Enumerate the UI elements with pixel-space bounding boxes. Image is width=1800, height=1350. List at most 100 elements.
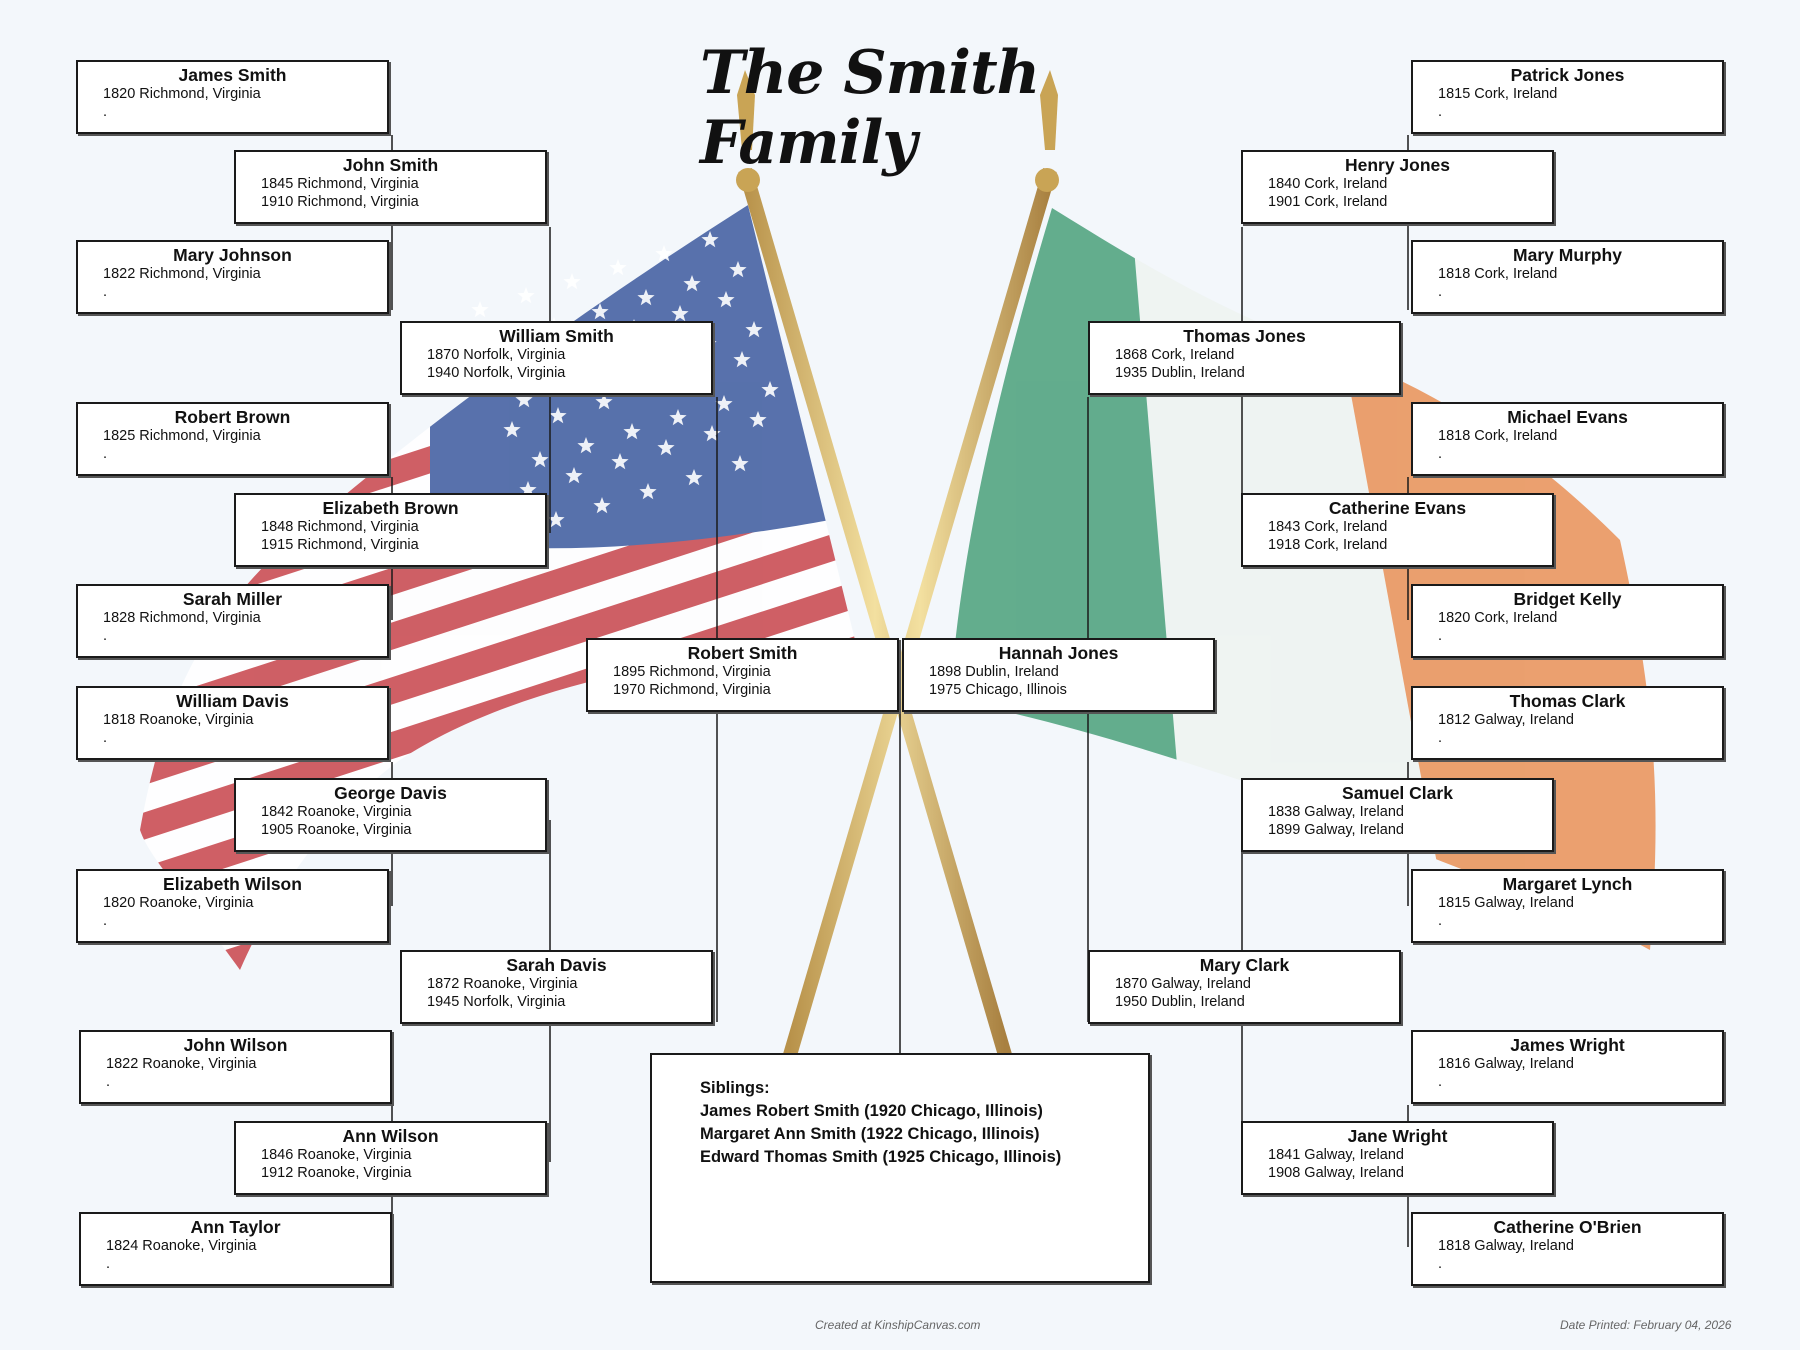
us-flag-star [749,411,767,428]
person-box[interactable]: John Wilson 1822 Roanoke, Virginia . [79,1030,392,1104]
person-birth: 1818 Cork, Ireland [1438,428,1558,444]
person-name: Bridget Kelly [1513,589,1622,609]
person-box[interactable]: Sarah Davis 1872 Roanoke, Virginia 1945 … [400,950,713,1024]
person-box[interactable]: Catherine Evans 1843 Cork, Ireland 1918 … [1241,493,1554,567]
person-birth: 1818 Roanoke, Virginia [103,712,254,728]
person-death: . [1438,284,1443,300]
us-flag-star [593,497,611,514]
person-name: Margaret Lynch [1502,874,1633,894]
us-flag-star [701,231,719,248]
person-box[interactable]: Samuel Clark 1838 Galway, Ireland 1899 G… [1241,778,1554,852]
person-name: Hannah Jones [998,643,1119,663]
us-flag-star [715,395,733,412]
person-box[interactable]: Bridget Kelly 1820 Cork, Ireland . [1411,584,1724,658]
person-birth: 1870 Norfolk, Virginia [427,347,566,363]
person-name: Elizabeth Wilson [163,874,302,894]
us-flag-star [609,259,627,276]
person-birth: 1820 Richmond, Virginia [103,86,261,102]
person-box-wife[interactable]: Hannah Jones 1898 Dublin, Ireland 1975 C… [902,638,1215,712]
person-box[interactable]: Jane Wright 1841 Galway, Ireland 1908 Ga… [1241,1121,1554,1195]
person-box[interactable]: Ann Wilson 1846 Roanoke, Virginia 1912 R… [234,1121,547,1195]
person-box[interactable]: William Davis 1818 Roanoke, Virginia . [76,686,389,760]
person-name: Mary Murphy [1513,245,1622,265]
person-name: Catherine O'Brien [1493,1217,1642,1237]
us-flag-star [671,305,689,322]
person-box[interactable]: James Wright 1816 Galway, Ireland . [1411,1030,1724,1104]
person-birth: 1841 Galway, Ireland [1268,1147,1404,1163]
person-death: . [1438,1074,1443,1090]
person-name: George Davis [334,783,447,803]
us-flag-star [745,321,763,338]
person-birth: 1845 Richmond, Virginia [261,176,419,192]
person-death: 1940 Norfolk, Virginia [427,365,566,381]
person-name: John Smith [342,155,439,175]
person-death: . [1438,730,1443,746]
person-birth: 1824 Roanoke, Virginia [106,1238,257,1254]
person-box[interactable]: Margaret Lynch 1815 Galway, Ireland . [1411,869,1724,943]
person-box[interactable]: Elizabeth Brown 1848 Richmond, Virginia … [234,493,547,567]
person-death: . [103,628,108,644]
person-box[interactable]: Mary Murphy 1818 Cork, Ireland . [1411,240,1724,314]
us-flag-star [733,351,751,368]
person-birth: 1870 Galway, Ireland [1115,976,1251,992]
person-birth: 1815 Galway, Ireland [1438,895,1574,911]
person-birth: 1840 Cork, Ireland [1268,176,1388,192]
us-flag-star [639,483,657,500]
person-birth: 1898 Dublin, Ireland [929,664,1059,680]
person-birth: 1812 Galway, Ireland [1438,712,1574,728]
person-box[interactable]: Thomas Jones 1868 Cork, Ireland 1935 Dub… [1088,321,1401,395]
person-name: Robert Smith [687,643,798,663]
siblings-box[interactable]: Siblings: James Robert Smith (1920 Chica… [650,1053,1150,1283]
person-death: 1908 Galway, Ireland [1268,1165,1404,1181]
person-death: 1910 Richmond, Virginia [261,194,419,210]
person-name: Elizabeth Brown [322,498,459,518]
person-birth: 1843 Cork, Ireland [1268,519,1388,535]
person-death: 1970 Richmond, Virginia [613,682,771,698]
person-death: 1935 Dublin, Ireland [1115,365,1245,381]
us-flag-star [703,425,721,442]
person-death: 1915 Richmond, Virginia [261,537,419,553]
person-name: Mary Clark [1199,955,1290,975]
person-birth: 1828 Richmond, Virginia [103,610,261,626]
person-box[interactable]: Patrick Jones 1815 Cork, Ireland . [1411,60,1724,134]
us-flag-star [565,467,583,484]
person-box-husband[interactable]: Robert Smith 1895 Richmond, Virginia 197… [586,638,899,712]
us-flag-star [471,301,489,318]
flag-poles [736,70,1059,1057]
person-death: . [103,284,108,300]
person-death: . [103,913,108,929]
person-birth: 1816 Galway, Ireland [1438,1056,1574,1072]
person-birth: 1895 Richmond, Virginia [613,664,771,680]
person-box[interactable]: Michael Evans 1818 Cork, Ireland . [1411,402,1724,476]
person-box[interactable]: John Smith 1845 Richmond, Virginia 1910 … [234,150,547,224]
person-birth: 1825 Richmond, Virginia [103,428,261,444]
us-flag-star [577,437,595,454]
sibling-entry: James Robert Smith (1920 Chicago, Illino… [700,1102,1043,1120]
person-box[interactable]: Catherine O'Brien 1818 Galway, Ireland . [1411,1212,1724,1286]
person-name: John Wilson [183,1035,288,1055]
person-name: James Smith [178,65,287,85]
person-box[interactable]: Thomas Clark 1812 Galway, Ireland . [1411,686,1724,760]
person-box[interactable]: Elizabeth Wilson 1820 Roanoke, Virginia … [76,869,389,943]
person-birth: 1822 Roanoke, Virginia [106,1056,257,1072]
chart-title: The Smith Family [700,38,1040,178]
person-box[interactable]: William Smith 1870 Norfolk, Virginia 194… [400,321,713,395]
person-box[interactable]: Henry Jones 1840 Cork, Ireland 1901 Cork… [1241,150,1554,224]
us-flag-star [519,481,537,498]
person-birth: 1820 Cork, Ireland [1438,610,1558,626]
person-box[interactable]: James Smith 1820 Richmond, Virginia . [76,60,389,134]
person-box[interactable]: Mary Clark 1870 Galway, Ireland 1950 Dub… [1088,950,1401,1024]
person-death: 1905 Roanoke, Virginia [261,822,412,838]
person-death: . [1438,913,1443,929]
person-box[interactable]: Ann Taylor 1824 Roanoke, Virginia . [79,1212,392,1286]
person-box[interactable]: Mary Johnson 1822 Richmond, Virginia . [76,240,389,314]
person-box[interactable]: George Davis 1842 Roanoke, Virginia 1905… [234,778,547,852]
person-box[interactable]: Sarah Miller 1828 Richmond, Virginia . [76,584,389,658]
person-death: 1975 Chicago, Illinois [929,682,1067,698]
us-flag-star [729,261,747,278]
us-flag-star [623,423,641,440]
person-box[interactable]: Robert Brown 1825 Richmond, Virginia . [76,402,389,476]
us-flag-star [655,245,673,262]
us-flag-star [683,275,701,292]
us-flag-star [515,391,533,408]
